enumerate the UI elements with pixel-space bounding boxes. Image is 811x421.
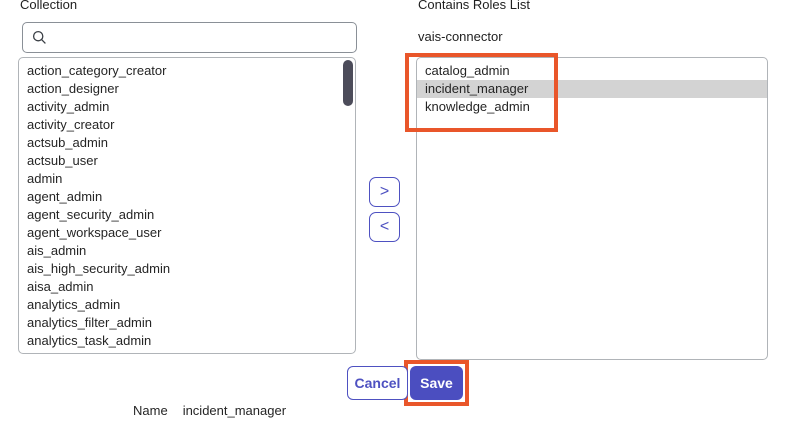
- collection-search-input[interactable]: [53, 22, 356, 53]
- contains-roles-list-item[interactable]: knowledge_admin: [425, 99, 530, 114]
- collection-list-item[interactable]: agent_workspace_user: [27, 225, 162, 240]
- collection-list-item[interactable]: ais_admin: [27, 243, 87, 258]
- collection-list-item[interactable]: actsub_admin: [27, 135, 108, 150]
- collection-list-item[interactable]: analytics_admin: [27, 297, 121, 312]
- collection-label: Collection: [20, 0, 78, 12]
- collection-list-item[interactable]: aisa_admin: [27, 279, 94, 294]
- save-button[interactable]: Save: [410, 366, 463, 400]
- collection-list-item[interactable]: activity_admin: [27, 99, 110, 114]
- scrollbar-thumb[interactable]: [343, 60, 353, 106]
- collection-list-item[interactable]: ais_high_security_admin: [27, 261, 171, 276]
- collection-search[interactable]: [22, 22, 357, 53]
- collection-list-item[interactable]: action_category_creator: [27, 63, 167, 78]
- remove-role-button[interactable]: <: [369, 212, 400, 242]
- contains-roles-list-item[interactable]: catalog_admin: [425, 63, 510, 78]
- collection-list-item[interactable]: actsub_user: [27, 153, 98, 168]
- collection-list-item[interactable]: analytics_task_admin: [27, 333, 152, 348]
- collection-list-item[interactable]: agent_admin: [27, 189, 103, 204]
- contains-roles-list-label: Contains Roles List: [418, 0, 530, 12]
- add-role-button[interactable]: >: [369, 177, 400, 207]
- collection-list-item[interactable]: agent_security_admin: [27, 207, 155, 222]
- name-label: Name: [133, 403, 168, 418]
- contains-roles-list-item[interactable]: incident_manager: [417, 80, 767, 98]
- collection-list-item[interactable]: admin: [27, 171, 63, 186]
- collection-list-item[interactable]: analytics_filter_admin: [27, 315, 153, 330]
- name-row: Name incident_manager: [133, 403, 286, 418]
- cancel-button[interactable]: Cancel: [347, 366, 408, 400]
- search-icon: [32, 30, 47, 45]
- name-value: incident_manager: [182, 403, 287, 418]
- collection-list-item[interactable]: activity_creator: [27, 117, 115, 132]
- collection-list-item[interactable]: analytics_viewer: [19, 350, 355, 353]
- role-name-sublabel: vais-connector: [418, 29, 503, 44]
- collection-list-item[interactable]: action_designer: [27, 81, 119, 96]
